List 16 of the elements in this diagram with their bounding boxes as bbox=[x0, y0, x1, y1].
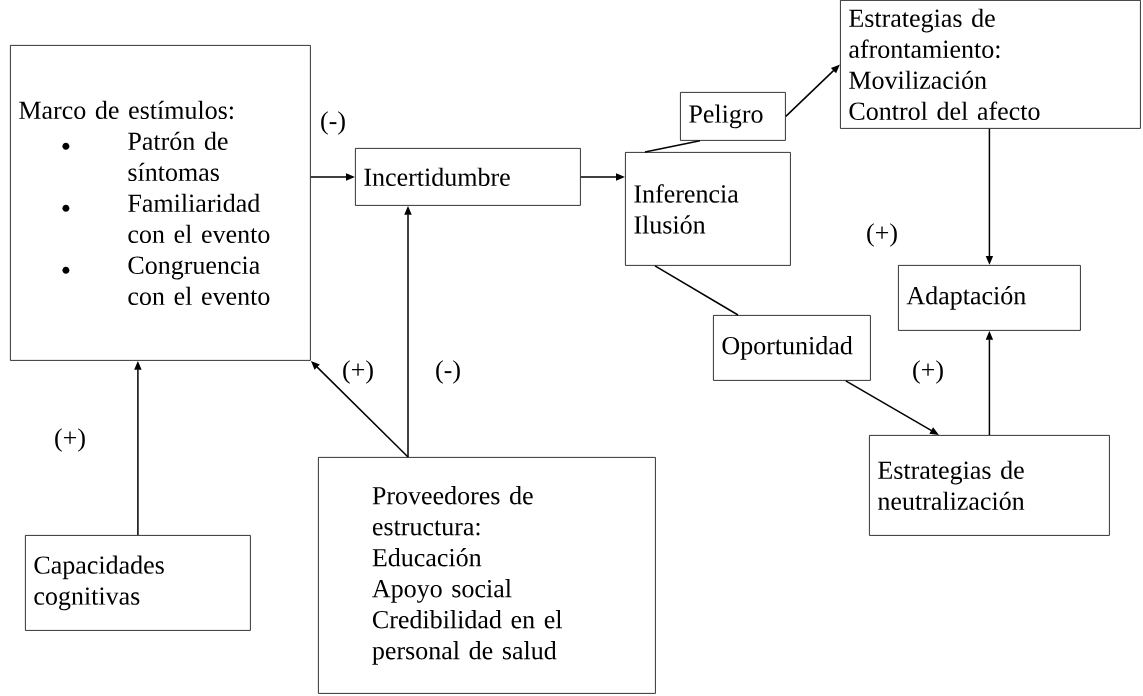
process-box: Estrategias de neutralización bbox=[869, 435, 1110, 536]
process-box: Proveedores de estructura: Educación Apoyo social Credibilidad en el personal de salud bbox=[318, 457, 656, 694]
process-box: Peligro bbox=[680, 92, 786, 141]
process-box: Adaptación bbox=[898, 265, 1081, 331]
edge-label: (-) bbox=[319, 110, 347, 136]
edge-label: (+) bbox=[865, 222, 899, 248]
edge-label: (+) bbox=[911, 359, 945, 385]
edge-label: (-) bbox=[434, 359, 462, 385]
process-box: Incertidumbre bbox=[355, 148, 581, 206]
list-box: Marco de estímulos: Patrón de síntomas Familiaridad con el evento Congruencia con el evento bbox=[10, 45, 311, 361]
edge-label: (+) bbox=[341, 359, 375, 385]
process-box: Capacidades cognitivas bbox=[25, 535, 251, 631]
process-box: Inferencia Ilusión bbox=[625, 152, 791, 266]
process-box: Oportunidad bbox=[713, 315, 871, 381]
process-box: Estrategias de afrontamiento: Movilización Control del afecto bbox=[840, 0, 1141, 129]
edge-label: (+) bbox=[53, 427, 87, 453]
